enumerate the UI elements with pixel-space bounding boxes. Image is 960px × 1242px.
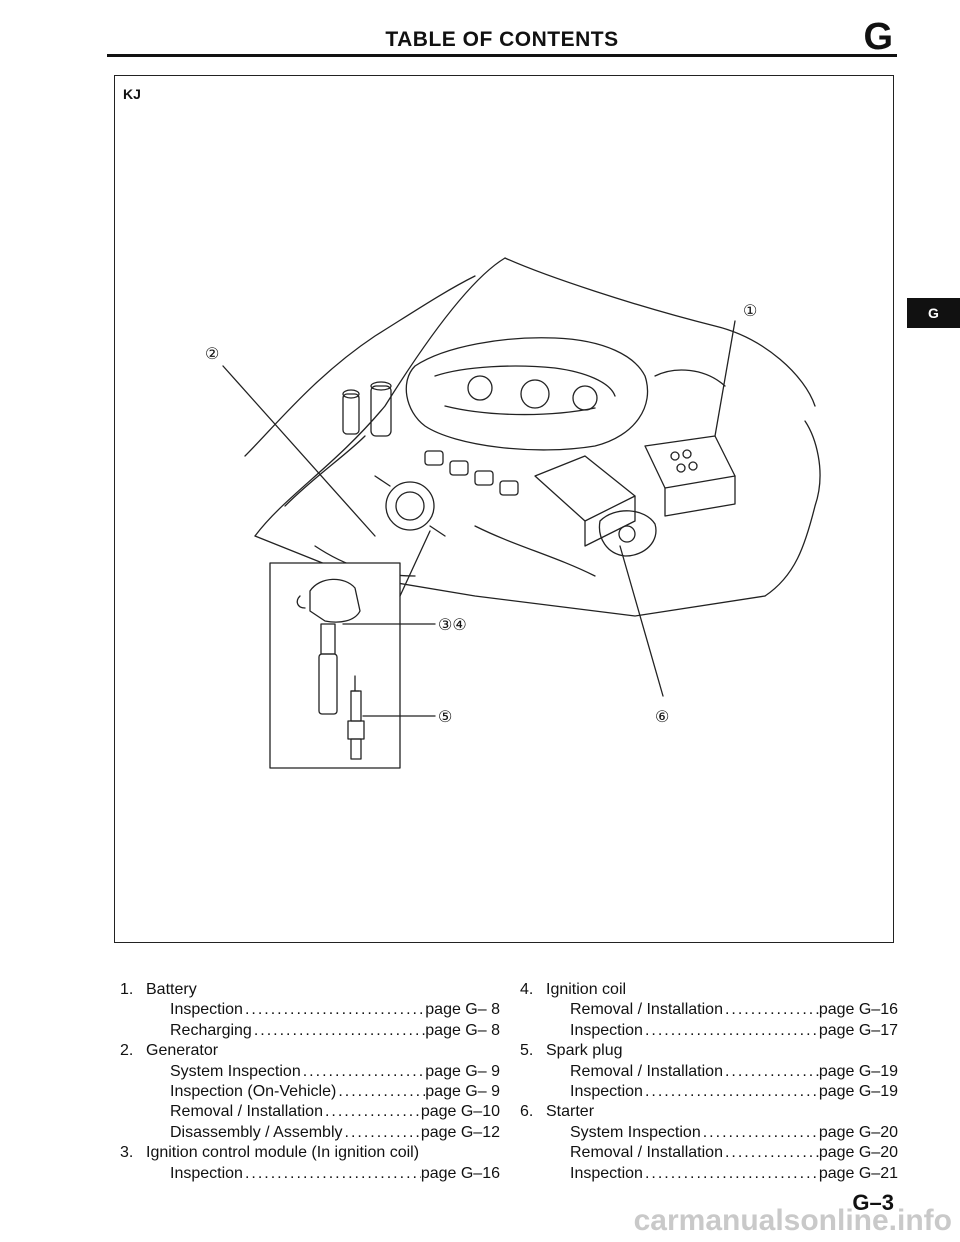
- toc-item: 3. Ignition control module (In ignition …: [120, 1143, 500, 1163]
- dot-leader: [243, 1000, 425, 1020]
- toc-entry[interactable]: Inspection page G–19: [520, 1082, 898, 1102]
- dot-leader: [643, 1164, 819, 1184]
- dot-leader: [643, 1082, 819, 1102]
- toc-entry[interactable]: System Inspection page G– 9: [120, 1062, 500, 1082]
- toc-entry-label: Inspection: [570, 1164, 643, 1182]
- toc-item-number: 3.: [120, 1144, 134, 1162]
- watermark: carmanualsonline.info: [633, 1204, 952, 1237]
- dot-leader: [301, 1062, 426, 1082]
- callout-3-4: ③④: [438, 617, 467, 634]
- toc-entry-page: page G–19: [818, 1082, 898, 1100]
- toc-entry-page: page G–19: [818, 1062, 898, 1080]
- toc-entry-page: page G–12: [420, 1123, 500, 1141]
- toc-entry-label: Removal / Installation: [570, 1001, 723, 1019]
- toc-item-number: 4.: [520, 981, 534, 998]
- toc-entry-page: page G– 8: [425, 1001, 500, 1019]
- callout-5: ⑤: [438, 709, 452, 726]
- dot-leader: [243, 1164, 421, 1184]
- toc-entry[interactable]: System Inspection page G–20: [520, 1123, 898, 1143]
- toc-entry-page: page G– 9: [425, 1062, 500, 1080]
- toc-entry-page: page G–16: [420, 1164, 500, 1182]
- toc-entry-page: page G–20: [818, 1144, 898, 1162]
- callout-6: ⑥: [655, 709, 669, 726]
- toc-entry[interactable]: Inspection page G– 8: [120, 1000, 500, 1020]
- toc-item-number: 1.: [120, 981, 134, 998]
- header-rule: [107, 54, 897, 57]
- toc-item-number: 6.: [520, 1103, 534, 1121]
- toc-entry-label: Removal / Installation: [570, 1144, 723, 1162]
- toc-entry[interactable]: Recharging page G– 8: [120, 1021, 500, 1041]
- toc-entry-label: Inspection: [170, 1001, 243, 1019]
- toc-item: 5. Spark plug: [520, 1041, 898, 1061]
- toc-entry-page: page G– 9: [425, 1082, 500, 1100]
- toc-entry-page: page G–20: [818, 1123, 898, 1141]
- toc-entry-label: Inspection (On-Vehicle): [170, 1082, 337, 1100]
- toc-item: 1. Battery: [120, 980, 500, 1000]
- toc-entry[interactable]: Removal / Installation page G–10: [120, 1102, 500, 1122]
- toc-entry-page: page G–16: [818, 1001, 898, 1019]
- toc-item-title: Spark plug: [546, 1042, 623, 1060]
- toc-entry-label: System Inspection: [570, 1123, 701, 1141]
- dot-leader: [643, 1021, 819, 1041]
- toc-entry[interactable]: Removal / Installation page G–16: [520, 1000, 898, 1020]
- toc-item: 4. Ignition coil: [520, 980, 898, 1000]
- section-letter: G: [863, 16, 893, 58]
- toc-entry-page: page G–21: [818, 1164, 898, 1182]
- toc-entry-page: page G–10: [420, 1103, 500, 1121]
- engine-diagram-figure: KJ: [114, 75, 894, 943]
- toc-entry-label: Removal / Installation: [570, 1062, 723, 1080]
- figure-code: KJ: [123, 86, 141, 102]
- toc-item-title: Starter: [546, 1103, 595, 1121]
- toc-entry[interactable]: Inspection page G–16: [120, 1164, 500, 1184]
- toc-item-title: Ignition control module (In ignition coi…: [146, 1144, 420, 1162]
- toc-column-right: 4. Ignition coil Removal / Installation p…: [520, 980, 898, 1184]
- page-title: TABLE OF CONTENTS: [385, 28, 619, 51]
- toc-entry-label: Inspection: [570, 1021, 643, 1039]
- toc-entry[interactable]: Inspection (On-Vehicle) page G– 9: [120, 1082, 500, 1102]
- dot-leader: [252, 1021, 425, 1041]
- page-header: TABLE OF CONTENTS G: [107, 16, 897, 58]
- dot-leader: [336, 1082, 425, 1102]
- toc-entry-label: Disassembly / Assembly: [170, 1123, 343, 1141]
- toc-item-title: Battery: [146, 981, 197, 998]
- dot-leader: [723, 1000, 819, 1020]
- toc-entry-page: page G– 8: [425, 1021, 500, 1039]
- toc-item-title: Generator: [146, 1042, 219, 1060]
- dot-leader: [723, 1143, 819, 1163]
- section-tab[interactable]: G: [907, 298, 960, 328]
- toc-item: 2. Generator: [120, 1041, 500, 1061]
- toc-entry[interactable]: Inspection page G–21: [520, 1164, 898, 1184]
- toc-entry-label: Inspection: [170, 1164, 243, 1182]
- dot-leader: [343, 1123, 421, 1143]
- toc-entry[interactable]: Removal / Installation page G–20: [520, 1143, 898, 1163]
- toc-entry-label: Removal / Installation: [170, 1103, 323, 1121]
- toc-item-number: 5.: [520, 1042, 534, 1060]
- dot-leader: [701, 1123, 819, 1143]
- toc-entry[interactable]: Disassembly / Assembly page G–12: [120, 1123, 500, 1143]
- toc-entry-page: page G–17: [818, 1021, 898, 1039]
- toc-entry-label: Recharging: [170, 1021, 252, 1039]
- dot-leader: [723, 1062, 819, 1082]
- toc-entry[interactable]: Removal / Installation page G–19: [520, 1062, 898, 1082]
- toc-entry-label: Inspection: [570, 1082, 643, 1100]
- toc-entry[interactable]: Inspection page G–17: [520, 1021, 898, 1041]
- toc-item-number: 2.: [120, 1042, 134, 1060]
- toc-column-left: 1. Battery Inspection page G– 8 Rechargin…: [120, 980, 500, 1184]
- callout-1: ①: [743, 303, 757, 320]
- toc-entry-label: System Inspection: [170, 1062, 301, 1080]
- callout-2: ②: [205, 346, 219, 363]
- toc-item-title: Ignition coil: [546, 981, 627, 998]
- page-number: G–3: [852, 1190, 894, 1215]
- engine-bay-illustration: ① ② ③④ ⑤ ⑥: [205, 257, 821, 769]
- dot-leader: [323, 1102, 421, 1122]
- toc-item: 6. Starter: [520, 1102, 898, 1122]
